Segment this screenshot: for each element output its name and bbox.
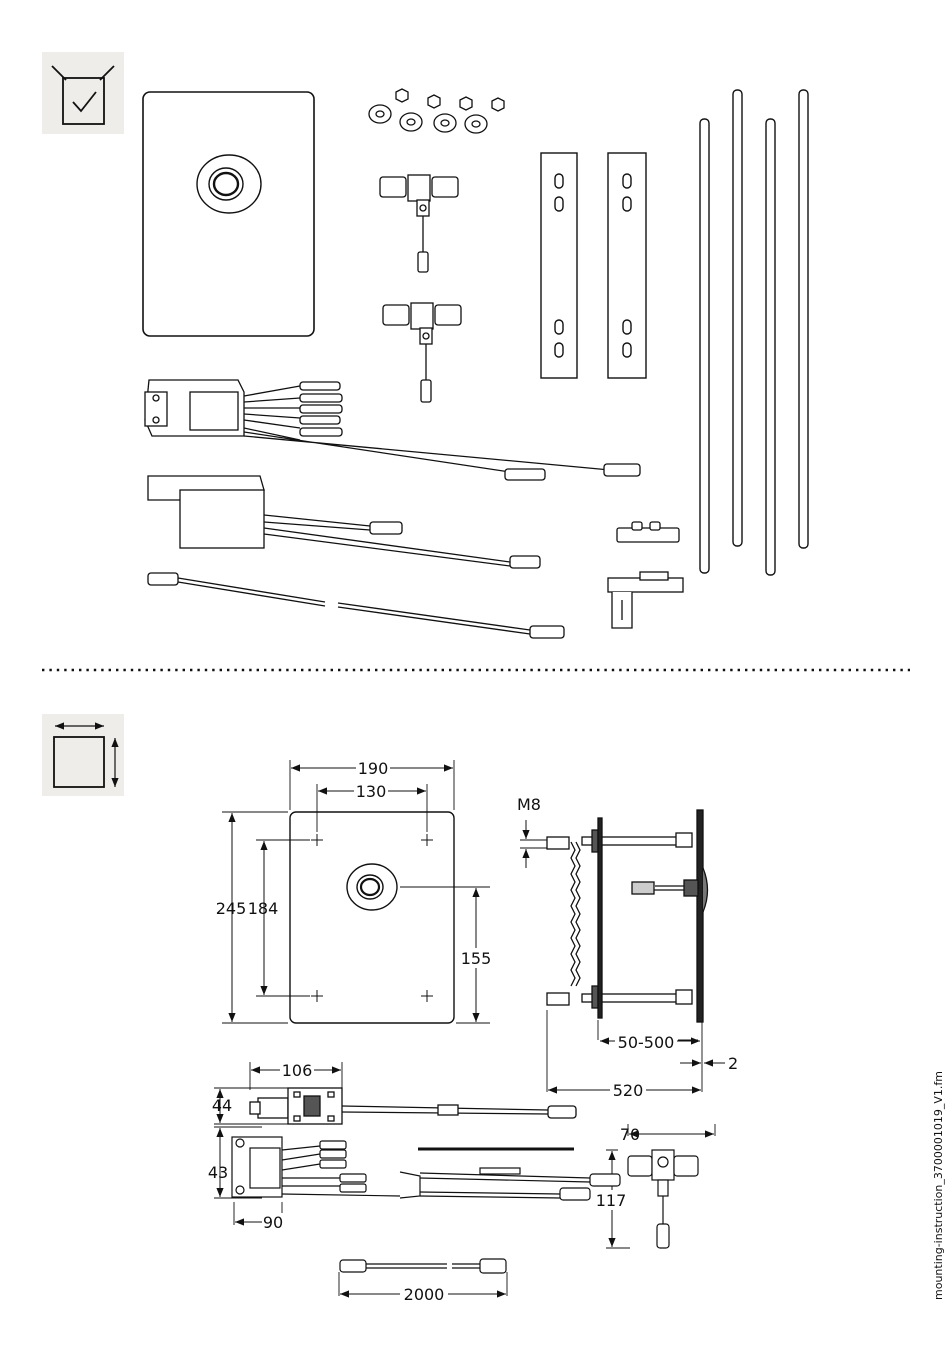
dim-module-height: 43 <box>208 1163 228 1182</box>
distribution-box <box>145 380 640 480</box>
tee-connector-1 <box>380 175 458 272</box>
dim-plate-hole-spacing-x: 130 <box>356 782 387 801</box>
dim-plate-height: 245 <box>216 899 247 918</box>
dim-cable-length: 2000 <box>404 1285 445 1304</box>
mounting-rail-2 <box>608 153 646 378</box>
dim-box-height: 44 <box>212 1096 232 1115</box>
dim-thread: M8 <box>517 795 541 814</box>
dim-wall-depth: 50-500 <box>618 1033 675 1052</box>
cover-plate <box>143 92 314 336</box>
dim-tee-width: 70 <box>620 1125 640 1144</box>
threaded-rods <box>700 90 808 575</box>
dimensions-icon <box>42 714 124 796</box>
dim-module-length: 90 <box>263 1213 283 1232</box>
dim-rod-length: 520 <box>613 1081 644 1100</box>
extension-cable-dim-view <box>340 1259 506 1273</box>
dim-tee-height: 117 <box>596 1191 627 1210</box>
bracket-small <box>617 522 679 542</box>
side-section-view <box>547 810 708 1022</box>
nuts-and-washers <box>369 89 504 133</box>
mounting-rail-1 <box>541 153 577 378</box>
dim-plate-width: 190 <box>358 759 389 778</box>
extension-cable <box>148 573 564 638</box>
dim-plate-hole-spacing-y: 184 <box>248 899 279 918</box>
power-supply <box>148 476 540 568</box>
file-name-label: mounting-instruction_3700001019_V1.fm <box>932 1071 945 1300</box>
dim-plate-center-height: 155 <box>461 949 492 968</box>
dim-plate-thickness: 2 <box>728 1054 738 1073</box>
tee-connector-2 <box>383 303 461 402</box>
contents-icon <box>42 52 124 134</box>
power-supply-dim-view <box>250 1088 576 1124</box>
bracket-angle <box>608 572 683 628</box>
distribution-box-dim-view <box>232 1137 620 1200</box>
tee-connector-dim-view <box>628 1150 698 1248</box>
plate-front-view <box>290 812 454 1023</box>
dim-box-length: 106 <box>282 1061 313 1080</box>
